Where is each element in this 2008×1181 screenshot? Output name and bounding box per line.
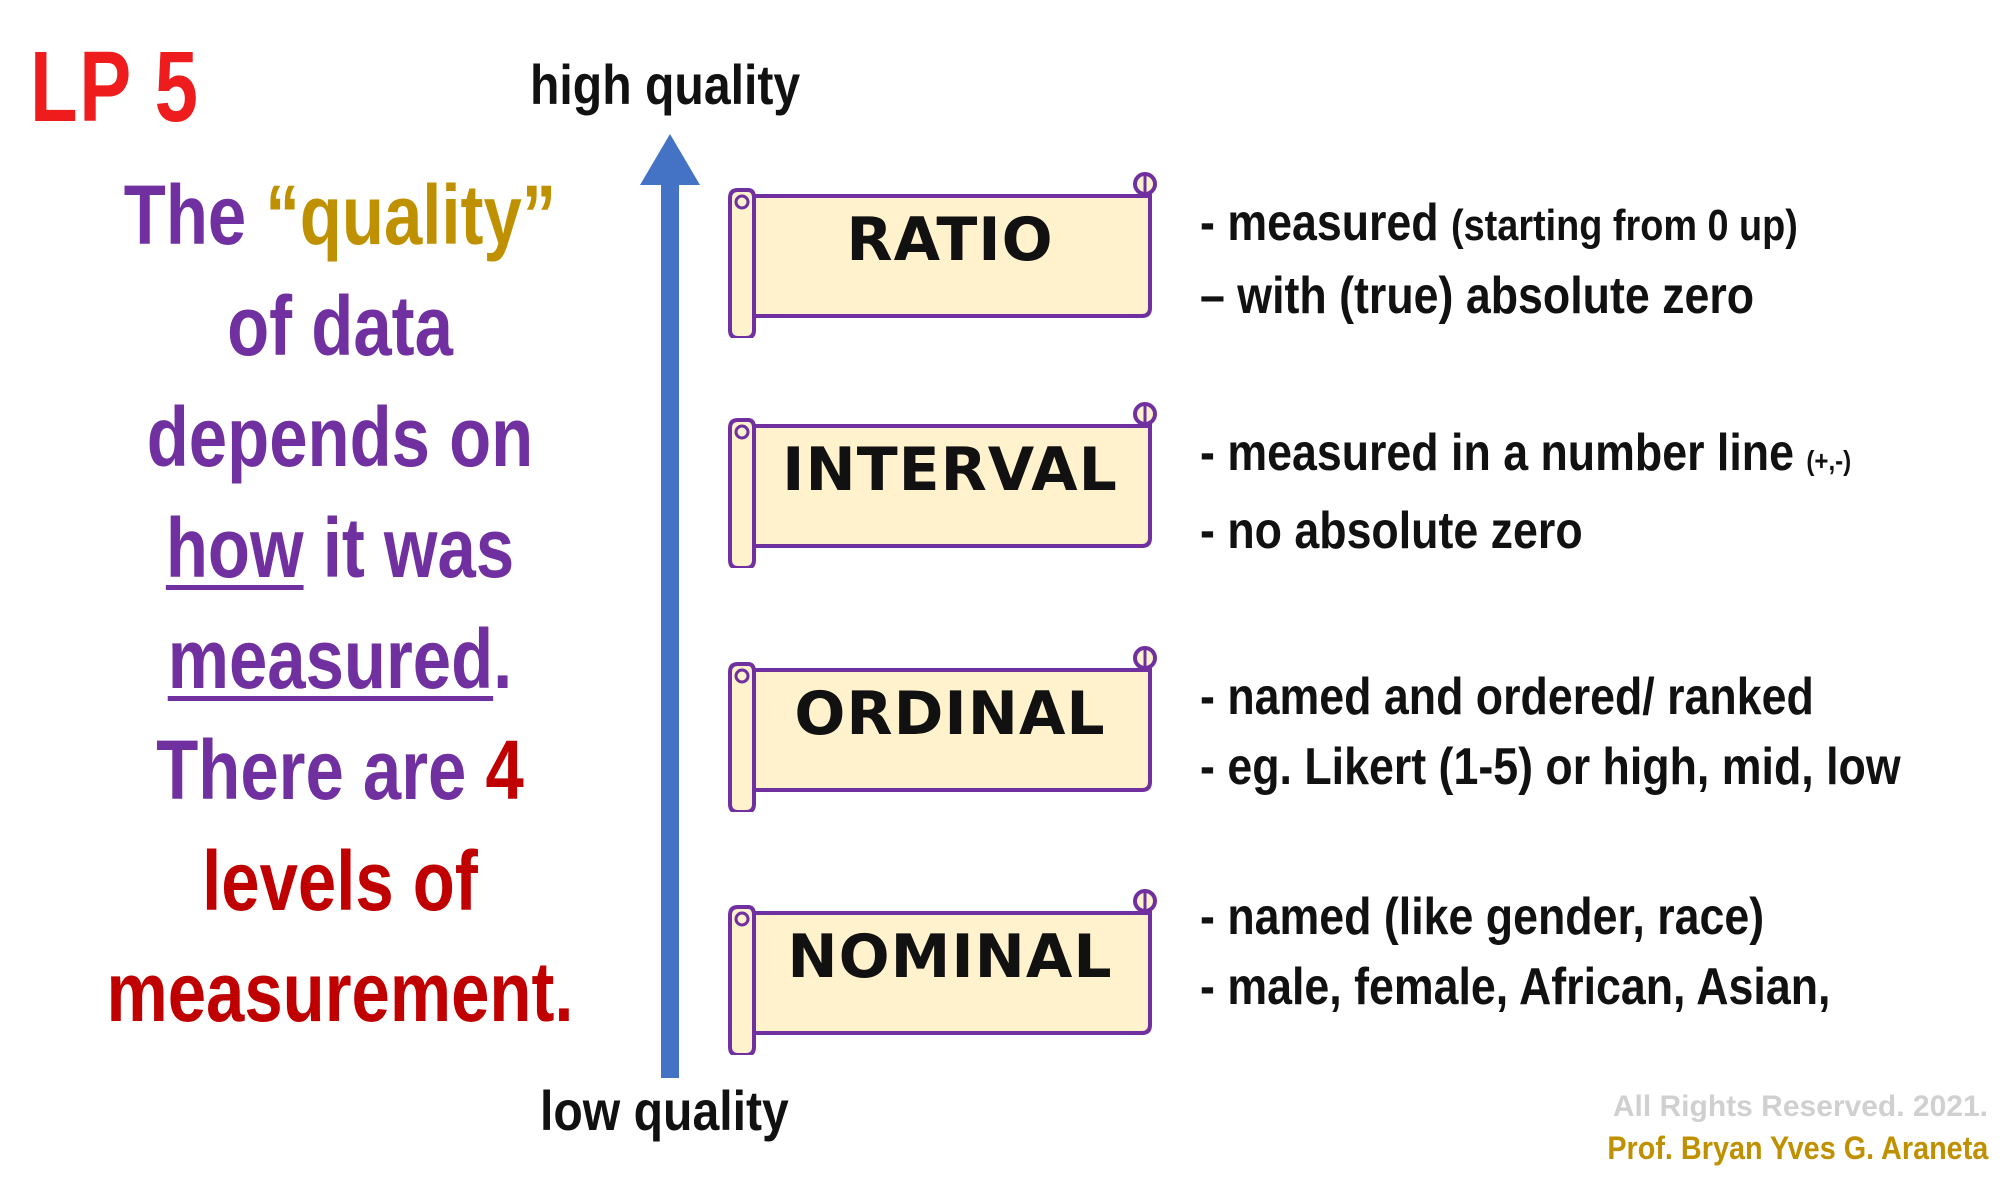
level-nominal-label: NOMINAL — [787, 922, 1113, 992]
level-ratio-label: RATIO — [846, 205, 1054, 275]
nominal-description: - named (like gender, race) - male, fema… — [1200, 882, 1830, 1022]
ordinal-description: - named and ordered/ ranked - eg. Likert… — [1200, 662, 1901, 802]
nominal-desc-line2: - male, female, African, Asian, — [1200, 958, 1831, 1016]
statement-how: how — [165, 501, 304, 595]
ratio-desc-note: (starting from 0 up) — [1451, 201, 1798, 250]
ordinal-desc-line2: - eg. Likert (1-5) or high, mid, low — [1200, 738, 1901, 796]
ratio-description: - measured (starting from 0 up) – with (… — [1200, 188, 1798, 331]
ordinal-desc-line1: - named and ordered/ ranked — [1200, 668, 1814, 726]
axis-shaft — [661, 180, 679, 1078]
scroll-shape — [728, 646, 1157, 812]
rights-notice: All Rights Reserved. 2021. — [1612, 1090, 1988, 1123]
ratio-desc-line2: – with (true) absolute zero — [1200, 267, 1755, 325]
statement-four: 4 — [485, 723, 524, 817]
interval-desc-note: (+,-) — [1806, 445, 1852, 476]
nominal-desc-line1: - named (like gender, race) — [1200, 888, 1765, 946]
slide-title: LP 5 — [30, 31, 200, 143]
statement-measured: measured — [167, 612, 494, 706]
statement-levels-of: levels of — [202, 834, 478, 928]
level-interval-label: INTERVAL — [782, 435, 1118, 505]
interval-desc-line2: - no absolute zero — [1200, 502, 1583, 560]
statement-line-depends: depends on — [146, 390, 534, 484]
statement-the: The — [123, 168, 266, 262]
statement-period: . — [493, 612, 513, 706]
ratio-desc-line1: - measured — [1200, 194, 1452, 252]
statement-it-was: it was — [303, 501, 515, 595]
level-ordinal-banner: ORDINAL — [720, 642, 1160, 812]
scroll-shape — [728, 402, 1157, 568]
interval-description: - measured in a number line (+,-) - no a… — [1200, 418, 1851, 566]
interval-desc-line1: - measured in a number line — [1200, 424, 1807, 482]
level-interval-banner: INTERVAL — [720, 398, 1160, 568]
level-ordinal-label: ORDINAL — [794, 679, 1106, 749]
scroll-shape — [728, 889, 1157, 1055]
statement-line-of-data: of data — [227, 279, 453, 373]
scroll-shape — [728, 172, 1157, 338]
level-ratio-banner: RATIO — [720, 168, 1160, 338]
axis-arrowhead — [640, 134, 700, 185]
statement-measurement: measurement. — [106, 945, 574, 1039]
axis-high-label: high quality — [530, 53, 801, 116]
statement-quality-word: “quality” — [265, 168, 557, 262]
level-nominal-banner: NOMINAL — [720, 885, 1160, 1055]
statement-there-are: There are — [156, 723, 486, 817]
quality-axis-arrow — [640, 134, 700, 1078]
axis-low-label: low quality — [540, 1079, 789, 1142]
statement-text: The “quality” of data depends on how it … — [40, 160, 640, 1048]
author-credit: Prof. Bryan Yves G. Araneta — [1607, 1130, 1988, 1166]
